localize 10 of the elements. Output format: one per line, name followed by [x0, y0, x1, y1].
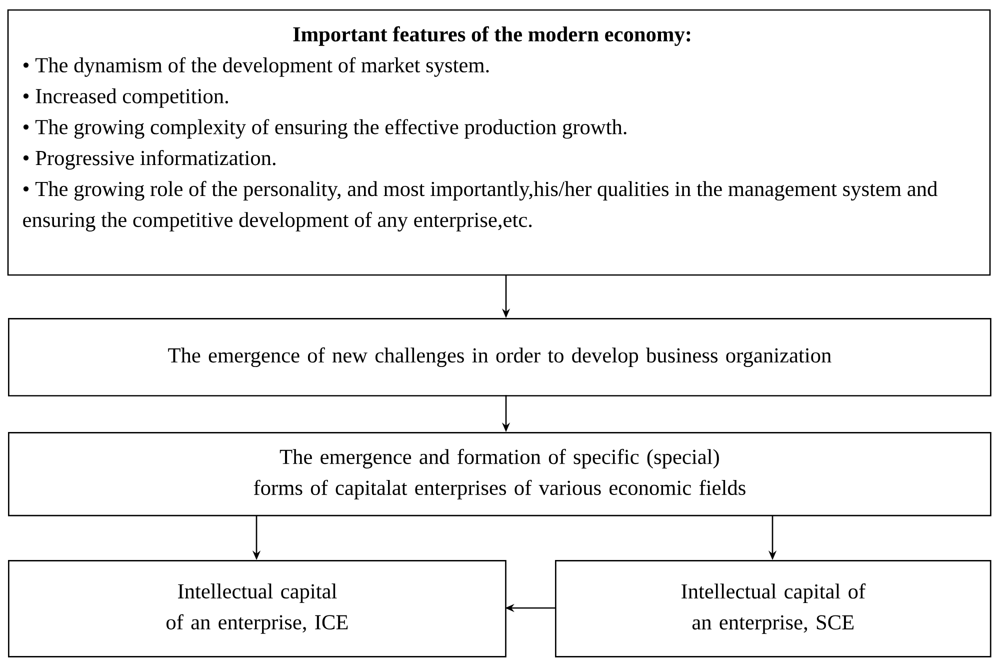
- process-box: The emergence and formation of specific (special) forms of capitalat enterprises of various economic fields: [8, 432, 992, 516]
- features-box: Important features of the modern economy: • The dynamism of the development of market system. • Increased competition. • The growing complexity of ensuring the effective production growth. • Progressive informatization. • The growing role of the personality, and most importantly,his/her qualities in the management system and ensuring the competitive development of any enterprise,etc.: [7, 9, 991, 276]
- bullet-item: • The growing complexity of ensuring the effective production growth.: [23, 119, 626, 139]
- bullet-item: • The growing role of the personality, and most importantly,his/her qualities in the management system and ensuring the competitive development of any enterprise,etc.: [23, 180, 938, 232]
- bullet-item: • Progressive informatization.: [23, 150, 276, 170]
- bullet-item: • Increased competition.: [23, 88, 228, 108]
- process-box: The emergence of new challenges in order to develop business organization: [8, 318, 992, 396]
- process-box: Intellectual capital of an enterprise, ICE: [8, 560, 506, 658]
- process-box: Intellectual capital of an enterprise, SCE: [555, 560, 992, 658]
- bullet-item: • The dynamism of the development of market system.: [23, 57, 489, 77]
